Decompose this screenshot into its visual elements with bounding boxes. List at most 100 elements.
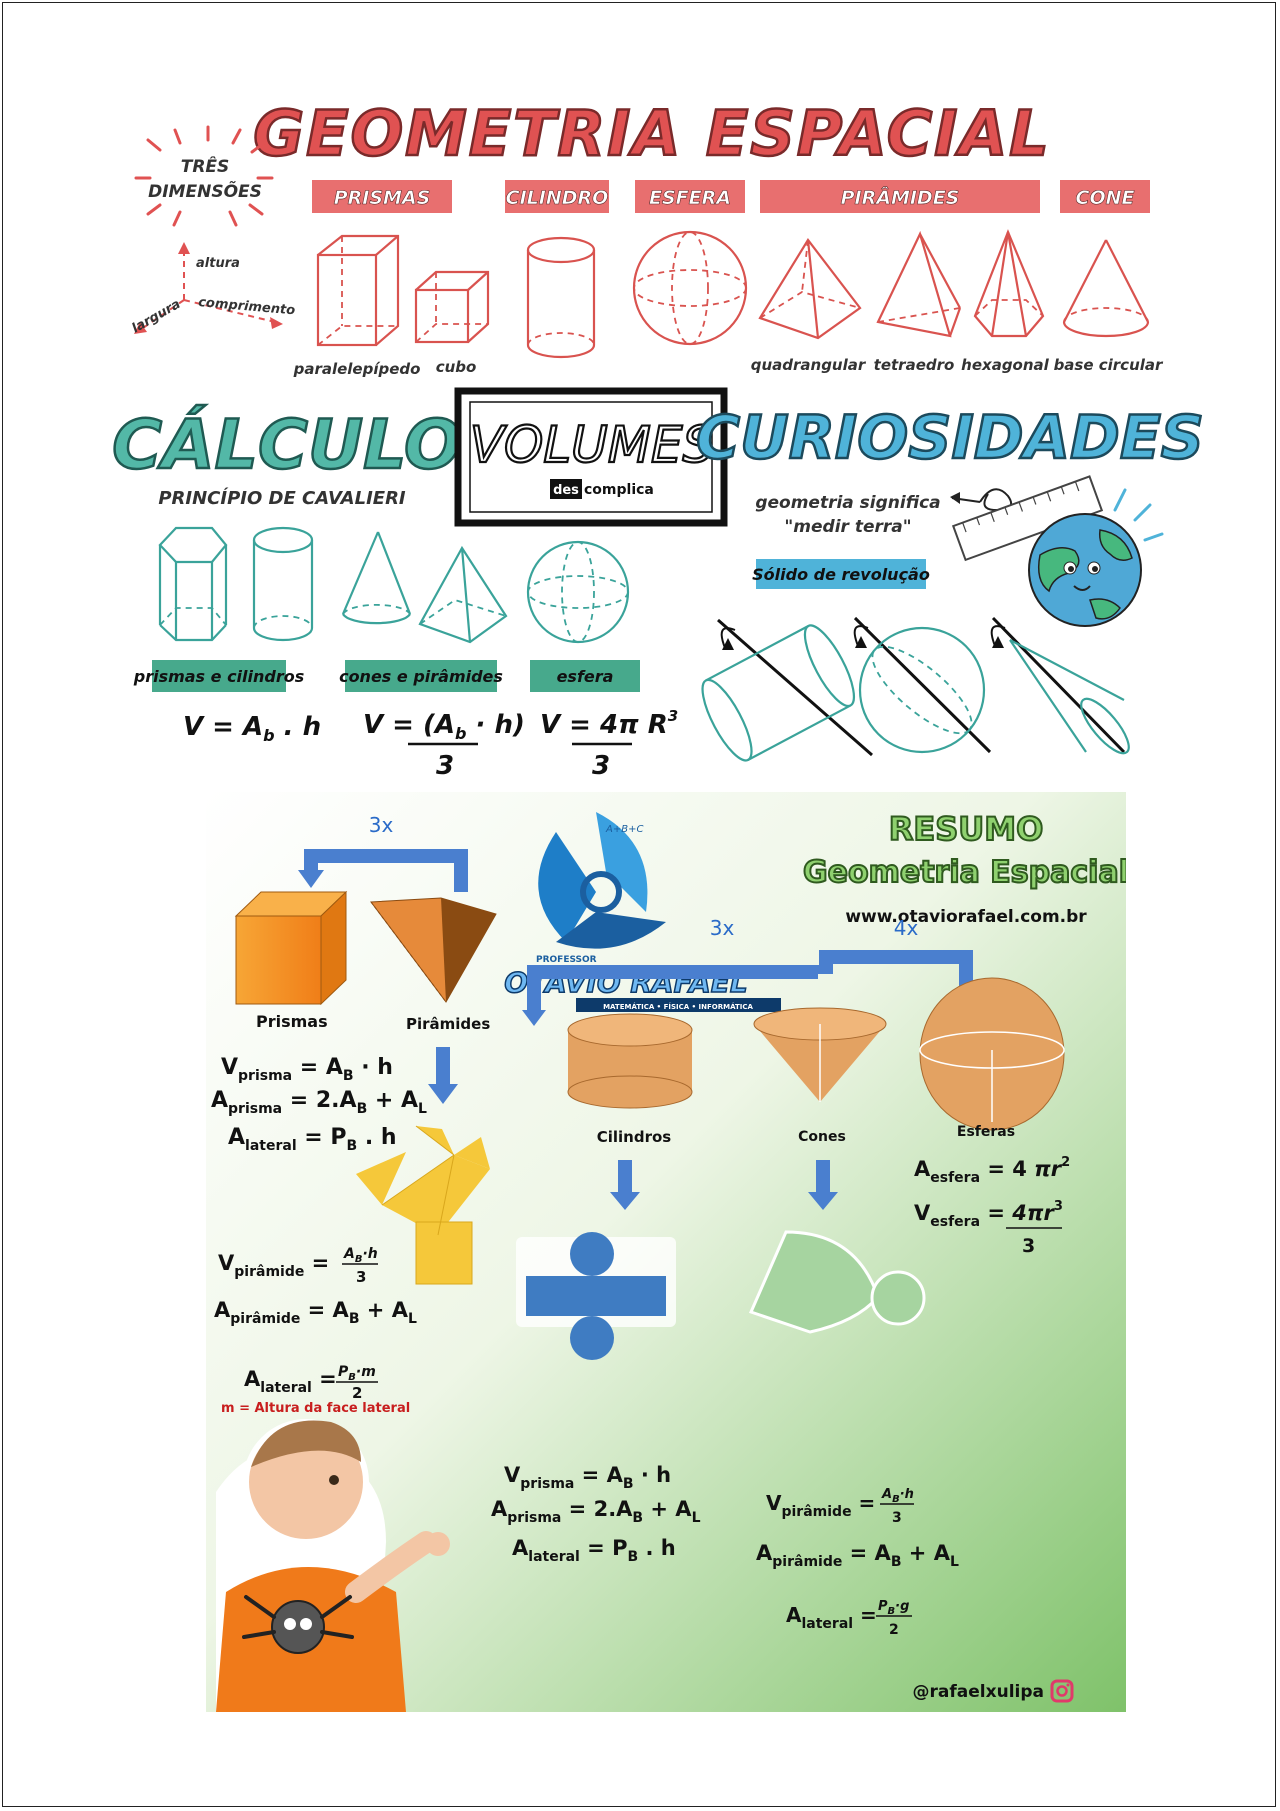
axis-comprimento: comprimento [198,295,296,318]
svg-text:Aesfera = 4 πr2: Aesfera = 4 πr2 [914,1155,1070,1186]
shape-piramide-teal [418,545,508,644]
shape-prisma-hexagonal-teal [158,526,228,642]
category-bar-prismas: PRISMAS [312,180,452,213]
ruler-icon [951,475,1104,562]
shape-esfera [632,230,748,346]
right-formulas: Vpirâmide = AB·h 3 Apirâmide = AB + AL A… [756,1487,959,1638]
instagram-icon [1050,1679,1074,1703]
category-bar-piramides: PIRÂMIDES [760,180,1040,213]
calculo-title: CÁLCULO [112,405,462,485]
logo-abc: A+B+C [605,824,643,835]
shape-tetraedro [876,230,962,338]
svg-text:cones e pirâmides: cones e pirâmides [339,667,503,686]
logo-professor: PROFESSOR [536,955,597,965]
svg-text:Apirâmide = AB + AL: Apirâmide = AB + AL [756,1541,959,1570]
revolucao-cone [990,616,1130,755]
svg-text:3: 3 [592,751,610,781]
volumes-box: VOLUMES des complica [454,387,728,527]
earth-icon [1028,488,1164,627]
svg-text:AB·h: AB·h [881,1487,914,1505]
resumo-title: RESUMO [889,810,1044,848]
formula-label-cones: cones e pirâmides [339,660,503,692]
svg-text:PRISMAS: PRISMAS [334,187,431,209]
orange-cube [234,890,348,1006]
orange-cylinder [567,1013,693,1109]
svg-text:AB·h: AB·h [343,1246,378,1265]
shape-cone-teal [341,531,412,625]
label-hexagonal: hexagonal [961,356,1049,374]
arrow-down-left [428,1047,458,1104]
svg-text:prismas e cilindros: prismas e cilindros [133,667,305,686]
svg-text:Alateral =: Alateral = [786,1603,877,1632]
top-infographic: GEOMETRIA ESPACIAL TRÊS DIMENSÕES altura… [111,96,1205,781]
svg-text:Aprisma = 2.AB + AL: Aprisma = 2.AB + AL [491,1497,701,1526]
svg-text:Alateral = PB . h: Alateral = PB . h [512,1536,676,1565]
mult-3x-mid: 3x [710,916,735,940]
bottom-infographic: RESUMO Geometria Espacial www.otaviorafa… [206,792,1126,1712]
arrow-down-cilindros [610,1160,640,1210]
baby-illustration [216,1419,450,1712]
label-prismas-bottom: Prismas [256,1012,328,1031]
label-paralelepipedo: paralelepípedo [293,360,421,378]
tres-dimensoes-badge: TRÊS DIMENSÕES [134,125,274,227]
resumo-subtitle: Geometria Espacial [803,855,1126,890]
shape-cone [1062,239,1150,338]
svg-text:ESFERA: ESFERA [649,187,731,209]
formula-cones-piramides: V = (Ab · h) 3 [363,710,525,781]
main-title: GEOMETRIA ESPACIAL [253,97,1051,170]
label-base-circular: base circular [1054,356,1164,374]
tres-label: TRÊS [181,155,230,177]
shape-labels: paralelepípedo cubo quadrangular tetraed… [293,356,1164,378]
svg-text:CILINDRO: CILINDRO [506,187,609,209]
svg-text:Vprisma = AB · h: Vprisma = AB · h [221,1055,393,1084]
label-quadrangular: quadrangular [751,356,867,374]
revolucao-cilindro [701,618,873,762]
label-cubo: cubo [436,358,477,376]
svg-text:esfera: esfera [557,667,614,686]
svg-text:V = 4π R3: V = 4π R3 [540,707,678,740]
brand-des: des [553,483,579,498]
revolucao-esfera [853,616,992,754]
volumes-title: VOLUMES [470,416,714,474]
logo-sub: MATEMÁTICA • FÍSICA • INFORMÁTICA [603,1002,753,1011]
formula-label-esfera: esfera [530,660,640,692]
axes-diagram: altura comprimento largura [130,242,296,336]
category-bar-cilindro: CILINDRO [505,180,609,213]
svg-text:Aprisma = 2.AB + AL: Aprisma = 2.AB + AL [211,1088,427,1117]
brand-complica: complica [584,482,654,498]
solido-revolucao-badge: Sólido de revolução [752,559,930,589]
svg-text:PB·m: PB·m [338,1364,376,1383]
axis-altura: altura [196,256,240,271]
cylinder-net [516,1232,676,1360]
swirl-arrow-icon [950,488,1012,512]
label-cones: Cones [798,1129,846,1145]
svg-text:Vpirâmide =: Vpirâmide = [766,1491,875,1520]
mult-4x: 4x [894,916,919,940]
svg-text:2: 2 [352,1384,362,1402]
formula-prismas-cilindros: V = Ab . h [183,712,321,745]
svg-text:3: 3 [436,751,454,781]
curiosidades-title: CURIOSIDADES [696,403,1204,473]
formula-label-prismas: prismas e cilindros [133,660,305,692]
brand-des-box [550,479,582,499]
svg-text:V = Ab . h: V = Ab . h [183,712,321,745]
svg-text:2: 2 [889,1622,899,1638]
svg-text:CONE: CONE [1076,187,1135,209]
arrow-3x-top: 3x [298,813,468,892]
svg-text:3: 3 [892,1510,902,1526]
category-bar-cone: CONE [1060,180,1150,213]
label-tetraedro: tetraedro [874,356,955,374]
shape-esfera-teal [526,540,630,644]
shape-paralelepipedo [316,234,400,347]
cavalieri-subtitle: PRINCÍPIO DE CAVALIERI [158,487,406,509]
shape-cilindro-teal [252,526,314,642]
shape-piramide-hexagonal [973,229,1045,338]
curiosidade-text-1: geometria significa [755,493,940,513]
svg-text:3: 3 [1022,1235,1035,1257]
svg-text:Vesfera = 4πr3: Vesfera = 4πr3 [914,1199,1063,1230]
svg-text:Alateral = PB . h: Alateral = PB . h [228,1125,397,1154]
svg-text:V = (Ab · h): V = (Ab · h) [363,710,525,743]
orange-sphere [919,977,1065,1131]
svg-text:PIRÂMIDES: PIRÂMIDES [841,186,960,209]
